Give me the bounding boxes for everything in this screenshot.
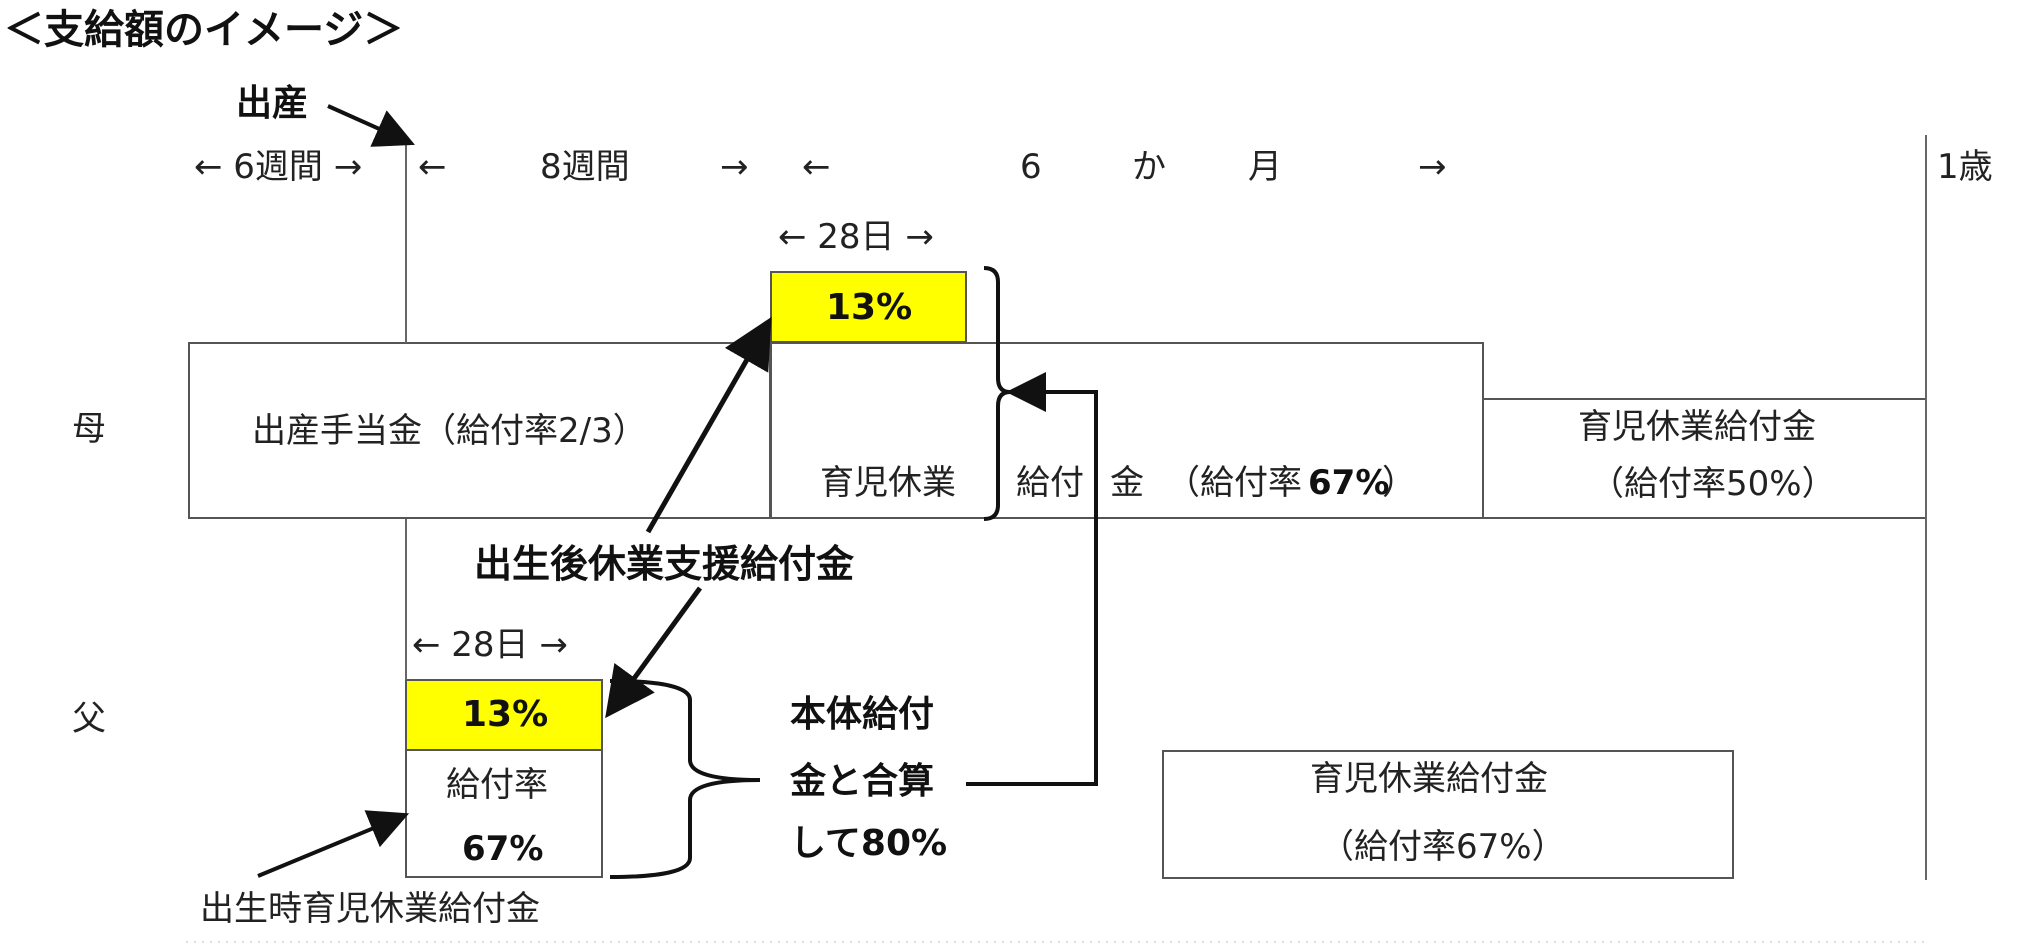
father-28days-label: ← 28日 → (412, 625, 568, 665)
mother-bonus-box (770, 271, 967, 343)
father-rate-label: 給付率 (446, 765, 548, 805)
timeline-6months-right-arrow: → (1418, 147, 1447, 187)
mother-brace (983, 266, 1011, 521)
mother-28days-label: ← 28日 → (778, 217, 934, 257)
father-brace (609, 679, 761, 879)
timeline-6months-left-arrow: ← (802, 147, 831, 187)
father-later-box (1162, 750, 1734, 879)
mother-childcare-label-3: 金 (1110, 463, 1144, 503)
combined-line1: 本体給付 (790, 694, 935, 735)
birth-benefit-label: 出生時育児休業給付金 (200, 889, 540, 929)
mother-childcare-rate-value: 67% (1308, 463, 1390, 503)
birth-benefit-arrow (257, 810, 410, 878)
timeline-6months-tsuki: 月 (1248, 147, 1282, 187)
timeline-age1: 1歳 (1937, 147, 1993, 187)
postbirth-benefit-label: 出生後休業支援給付金 (474, 542, 855, 586)
mother-bonus-pct: 13% (826, 287, 913, 328)
row-label-father: 父 (72, 699, 106, 739)
father-later-line1: 育児休業給付金 (1310, 759, 1548, 799)
father-bonus-pct: 13% (462, 694, 549, 735)
timeline-8weeks-right-arrow: → (720, 147, 749, 187)
timeline-6weeks: ← 6週間 → (194, 147, 363, 187)
mother-childcare-rate-prefix: （給付率 (1166, 463, 1302, 503)
page-title: ＜支給額のイメージ＞ (4, 7, 404, 53)
mother-later-line1: 育児休業給付金 (1578, 407, 1816, 447)
mother-maternity-label: 出産手当金（給付率2/3） (252, 411, 647, 451)
mother-childcare-label-2: 給付 (1016, 463, 1084, 503)
timeline-6months-ka: か (1132, 147, 1166, 187)
combined-connector (966, 372, 1098, 786)
mother-later-line2: （給付率50%） (1590, 464, 1836, 504)
birth-label: 出産 (236, 83, 309, 124)
timeline-6months-number: 6 (1020, 147, 1042, 187)
combined-line2: 金と合算 (790, 761, 935, 802)
postbirth-arrow-mother (645, 316, 772, 534)
row-label-mother: 母 (72, 409, 106, 449)
birth-arrow (327, 104, 415, 147)
mother-childcare-box (770, 342, 1484, 519)
timeline-8weeks: 8週間 (540, 147, 630, 187)
timeline-8weeks-left-arrow: ← (418, 147, 447, 187)
postbirth-arrow-father (605, 586, 703, 719)
father-rate-value: 67% (462, 829, 544, 869)
combined-line3: して80% (790, 823, 948, 864)
mother-later-box (1482, 398, 1927, 519)
mother-childcare-rate-suffix: ） (1382, 463, 1416, 503)
mother-childcare-label-1: 育児休業 (820, 463, 956, 503)
father-later-line2: （給付率67%） (1320, 827, 1566, 867)
